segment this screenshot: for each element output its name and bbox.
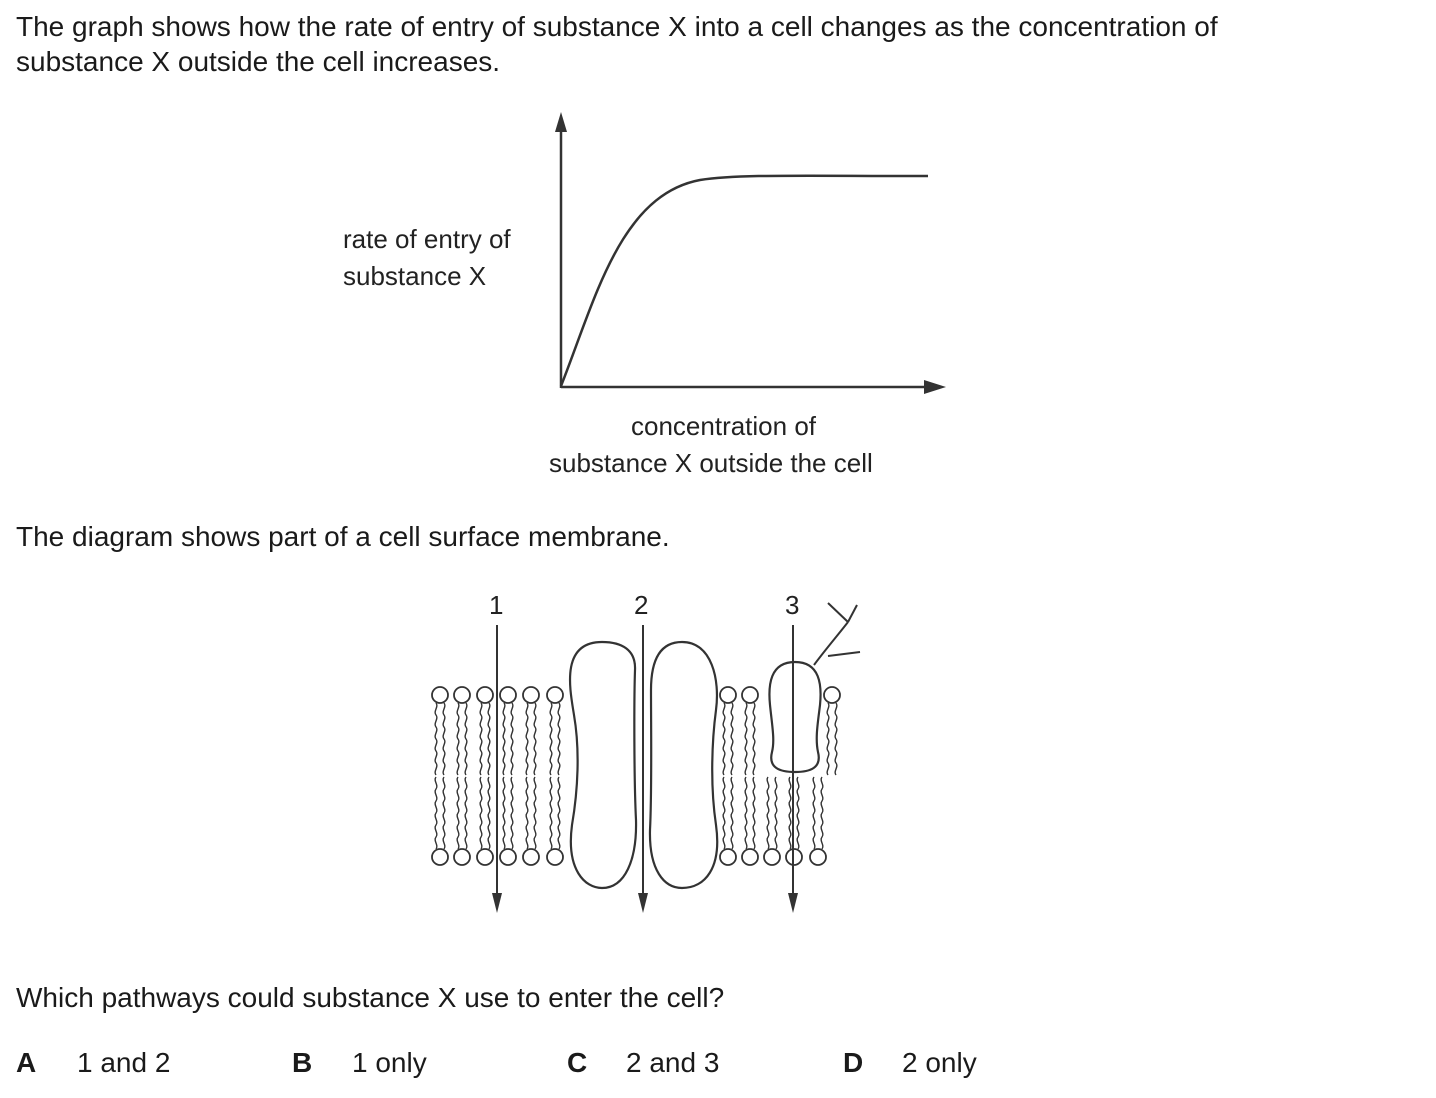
- channel-protein-left: [568, 640, 638, 890]
- option-c-letter[interactable]: C: [567, 1047, 588, 1078]
- option-a-text[interactable]: 1 and 2: [77, 1047, 171, 1078]
- channel-protein-right: [648, 640, 719, 890]
- phospholipids-left: [432, 687, 563, 865]
- pathway-label-3: 3: [785, 590, 800, 620]
- receptor-stalk: [813, 621, 849, 666]
- carrier-protein: [768, 660, 822, 774]
- graph-xlabel-1: concentration of: [631, 411, 817, 441]
- x-axis-arrowhead: [924, 380, 946, 394]
- receptor-branch-1: [827, 602, 849, 623]
- diagram-caption: The diagram shows part of a cell surface…: [16, 521, 670, 552]
- graph-ylabel-2: substance X: [343, 261, 487, 291]
- intro-line-2: substance X outside the cell increases.: [16, 46, 501, 77]
- graph-ylabel-1: rate of entry of: [343, 224, 511, 254]
- graph-xlabel-2: substance X outside the cell: [549, 448, 873, 478]
- phospholipids-middle: [720, 687, 802, 865]
- option-a-letter[interactable]: A: [16, 1047, 37, 1078]
- option-b-letter[interactable]: B: [292, 1047, 313, 1078]
- rate-curve: [559, 174, 929, 387]
- pathway-label-2: 2: [634, 590, 649, 620]
- receptor-branch-3: [827, 651, 861, 657]
- intro-line-1: The graph shows how the rate of entry of…: [16, 11, 1218, 42]
- pathway-1-arrowhead: [492, 893, 502, 913]
- option-b-text[interactable]: 1 only: [352, 1047, 427, 1078]
- receptor-branch-2: [847, 604, 858, 623]
- option-d-text[interactable]: 2 only: [902, 1047, 977, 1078]
- pathway-2-arrowhead: [638, 893, 648, 913]
- option-c-text[interactable]: 2 and 3: [626, 1047, 720, 1078]
- option-d-letter[interactable]: D: [843, 1047, 864, 1078]
- pathway-label-1: 1: [489, 590, 504, 620]
- question-text: Which pathways could substance X use to …: [16, 982, 725, 1013]
- pathway-3-arrowhead: [788, 893, 798, 913]
- y-axis-arrowhead: [555, 112, 567, 132]
- phospholipids-right: [810, 687, 840, 865]
